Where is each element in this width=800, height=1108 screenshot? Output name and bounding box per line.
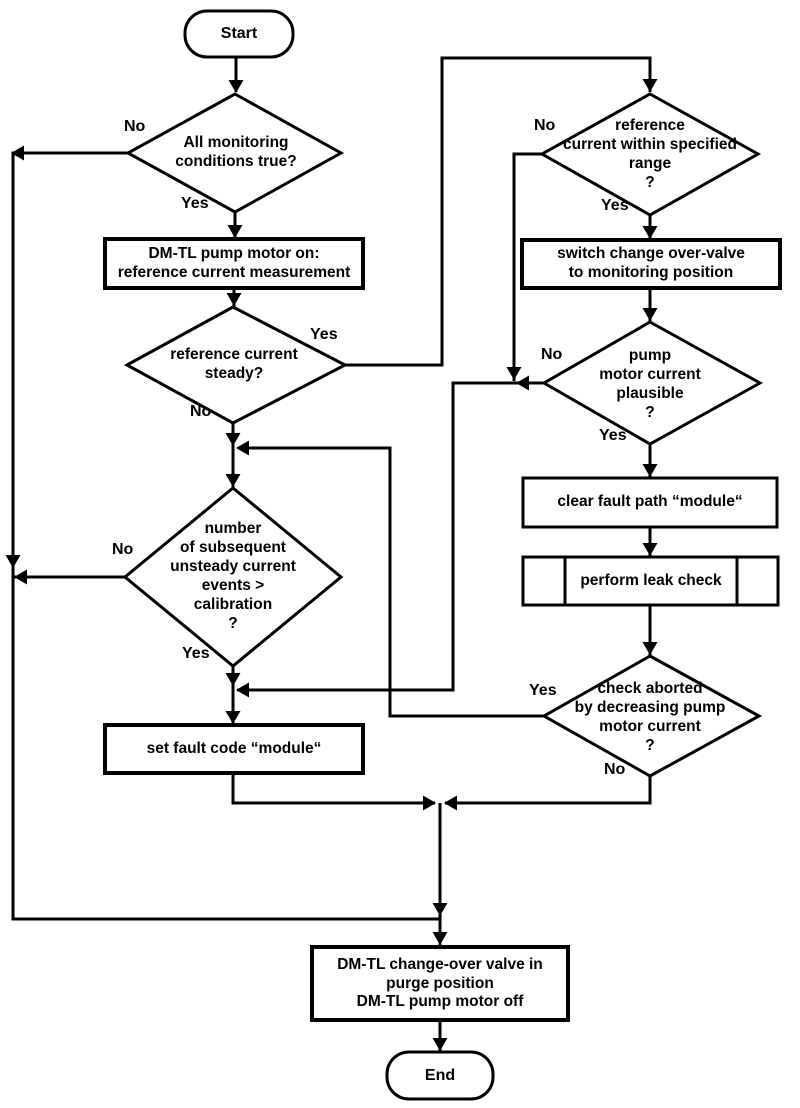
arrowhead bbox=[236, 440, 249, 456]
flowchart-edges bbox=[11, 56, 652, 1051]
edge-d4-no-down bbox=[512, 152, 542, 381]
arrowhead bbox=[506, 367, 522, 380]
edge-d1-no-left-rail bbox=[11, 151, 440, 921]
decision-d1-shape bbox=[124, 92, 345, 214]
arrowhead bbox=[432, 932, 448, 945]
flowchart-node-shapes bbox=[103, 9, 782, 1101]
edge-d6-no-to-merge bbox=[445, 776, 652, 805]
arrowhead bbox=[227, 225, 243, 238]
process-b6-shape bbox=[310, 945, 570, 1022]
arrowhead bbox=[423, 795, 436, 811]
edge-d6-yes-to-d3-junction bbox=[238, 446, 544, 718]
start-terminator-shape bbox=[183, 9, 295, 59]
decision-d3-shape bbox=[122, 486, 344, 668]
arrowhead bbox=[225, 474, 241, 487]
end-terminator-shape bbox=[385, 1050, 495, 1101]
decision-d5-shape bbox=[540, 320, 764, 446]
edge-d2-yes-to-d4 bbox=[345, 56, 652, 367]
edge-b2-to-merge bbox=[231, 773, 435, 805]
predefined-process-b5-shape bbox=[521, 555, 780, 607]
arrowhead bbox=[642, 308, 658, 321]
arrowhead bbox=[516, 375, 529, 391]
arrowhead bbox=[5, 555, 21, 568]
arrowhead bbox=[14, 569, 27, 585]
arrowhead bbox=[432, 1038, 448, 1051]
arrowhead bbox=[11, 145, 24, 161]
arrowhead bbox=[225, 711, 241, 724]
arrowhead bbox=[236, 682, 249, 698]
arrowhead bbox=[432, 903, 448, 916]
arrowhead bbox=[225, 433, 241, 446]
arrowhead bbox=[228, 80, 244, 93]
process-b4-shape bbox=[521, 476, 779, 529]
arrowhead bbox=[642, 79, 658, 92]
decision-d6-shape bbox=[540, 654, 763, 778]
edge-d5-no-to-b2-junction bbox=[237, 381, 544, 692]
arrowhead bbox=[642, 543, 658, 556]
decision-d4-shape bbox=[538, 92, 762, 217]
process-b2-shape bbox=[103, 723, 365, 775]
arrowhead bbox=[444, 795, 457, 811]
arrowhead bbox=[642, 226, 658, 239]
flowchart-arrowheads bbox=[5, 79, 658, 1051]
arrowhead bbox=[642, 642, 658, 655]
process-b1-shape bbox=[103, 237, 365, 290]
decision-d2-shape bbox=[123, 305, 349, 425]
arrowhead bbox=[225, 673, 241, 686]
arrowhead bbox=[226, 293, 242, 306]
process-b3-shape bbox=[520, 238, 782, 290]
arrowhead bbox=[642, 464, 658, 477]
